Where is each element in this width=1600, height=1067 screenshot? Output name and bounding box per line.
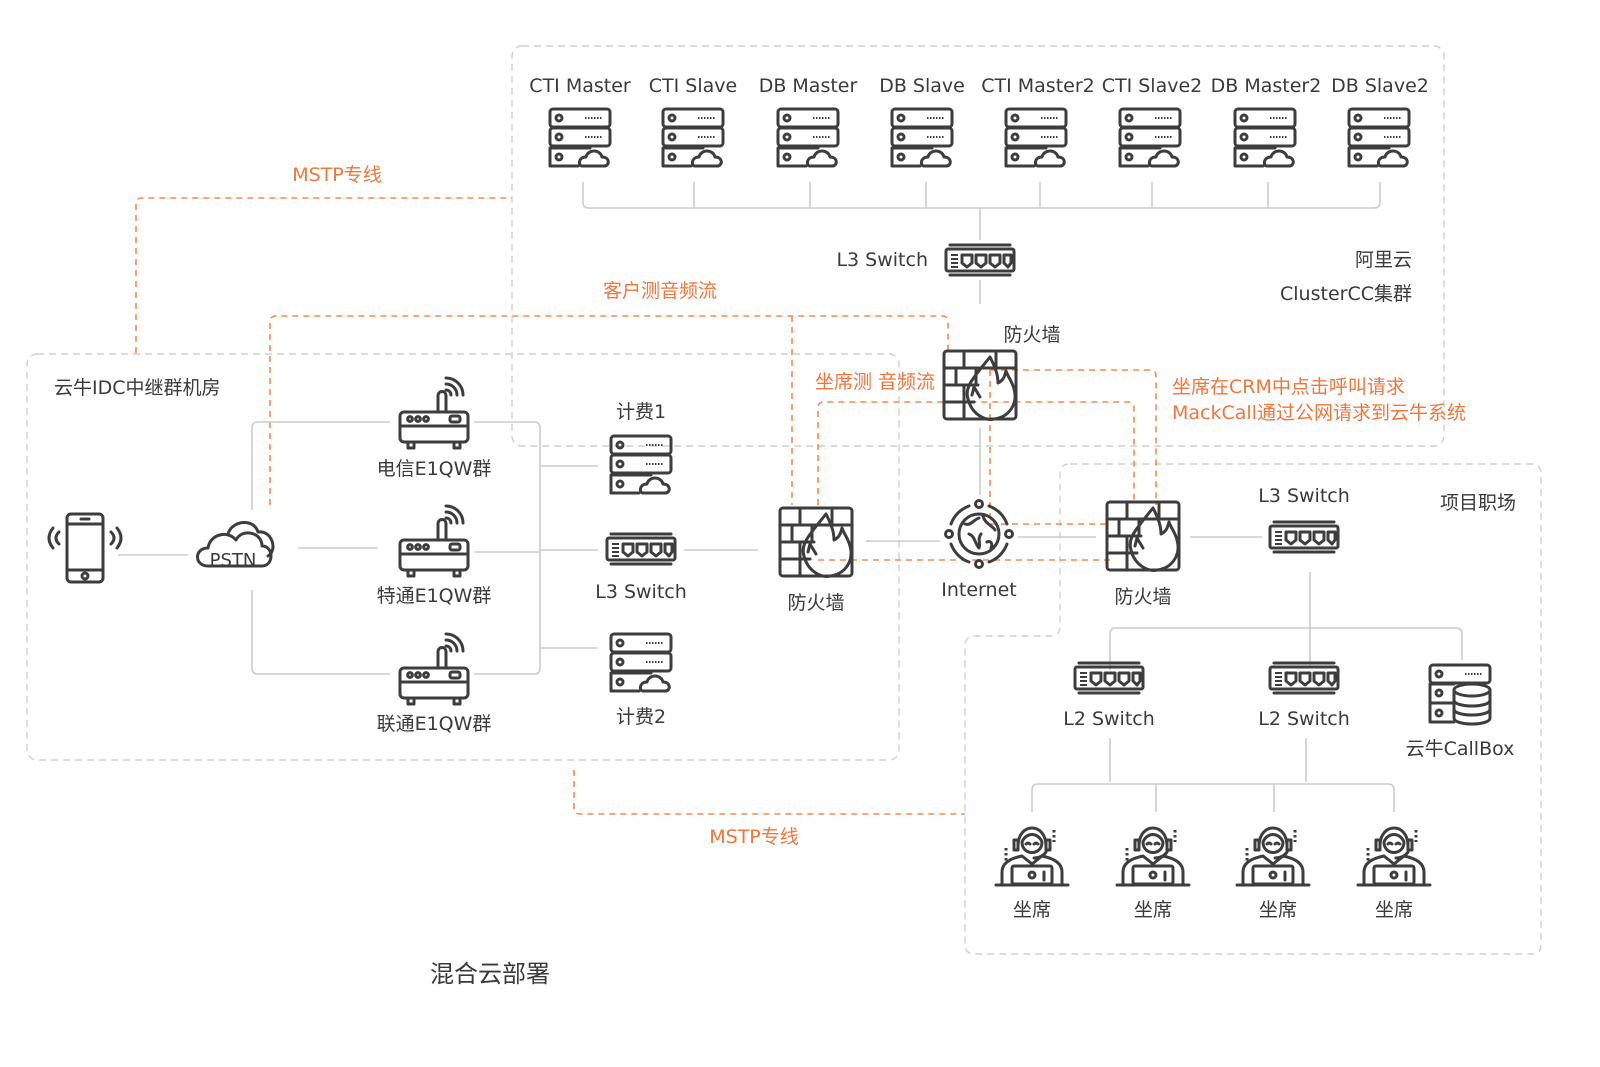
office-firewall-icon[interactable] xyxy=(1105,500,1181,572)
zone-aliyun xyxy=(511,45,1445,447)
agent-label: 坐席 xyxy=(1374,899,1414,921)
aliyun-zone-subtitle: ClusterCC集群 xyxy=(1280,283,1412,305)
idc-l3-switch-icon[interactable] xyxy=(605,532,677,566)
server-label: CTI Slave2 xyxy=(1101,75,1203,97)
aliyun-firewall-label: 防火墙 xyxy=(1003,324,1061,346)
server-icon[interactable] xyxy=(1004,107,1068,168)
billing2-server-icon[interactable] xyxy=(609,632,673,693)
zone-idc xyxy=(26,353,900,761)
office-l3-switch-label: L3 Switch xyxy=(1258,485,1350,507)
billing1-server-icon[interactable] xyxy=(609,434,673,495)
office-zone-title: 项目职场 xyxy=(1439,492,1516,514)
mobile-phone-icon xyxy=(47,512,123,584)
server-label: DB Slave xyxy=(879,75,965,97)
agent-bus xyxy=(1031,738,1395,812)
server-label: CTI Master2 xyxy=(981,75,1095,97)
pstn-label: PSTN xyxy=(209,550,257,571)
mstp-bottom-line xyxy=(573,770,965,815)
crm-request-drop xyxy=(989,370,1110,525)
server-icon[interactable] xyxy=(1347,107,1411,168)
agent-audio-line xyxy=(817,401,1135,505)
agent-label: 坐席 xyxy=(1012,899,1052,921)
gateway-telecom-icon[interactable] xyxy=(398,376,470,450)
gateways-to-idc-core xyxy=(474,421,598,675)
l2-switch-icon[interactable] xyxy=(1268,661,1340,695)
office-switch-tree xyxy=(1109,572,1463,670)
agent-label: 坐席 xyxy=(1258,899,1298,921)
crm-request-label-2: MackCall通过公网请求到云牛系统 xyxy=(1172,402,1466,424)
idc-switch-label: L3 Switch xyxy=(595,581,687,603)
server-label: DB Slave2 xyxy=(1331,75,1429,97)
customer-audio-line xyxy=(269,315,949,505)
aliyun-switch-label: L3 Switch xyxy=(836,249,928,271)
agent-icon xyxy=(1115,826,1191,887)
callbox-server-icon[interactable] xyxy=(1428,663,1492,726)
customer-audio-label: 客户测音频流 xyxy=(602,280,718,302)
server-label: DB Master2 xyxy=(1210,75,1322,97)
office-firewall-label: 防火墙 xyxy=(1114,586,1172,608)
office-l3-switch-icon[interactable] xyxy=(1268,520,1340,554)
gateway-label: 电信E1QW群 xyxy=(376,458,492,480)
mstp-bottom-label: MSTP专线 xyxy=(709,826,799,848)
mstp-top-label: MSTP专线 xyxy=(292,164,382,186)
idc-firewall-label: 防火墙 xyxy=(787,592,845,614)
aliyun-firewall-icon[interactable] xyxy=(942,349,1018,421)
server-icon[interactable] xyxy=(1118,107,1182,168)
gateway-unicom-icon[interactable] xyxy=(398,632,470,706)
crm-request-label-1: 坐席在CRM中点击呼叫请求 xyxy=(1172,376,1405,398)
aliyun-l3-switch-icon[interactable] xyxy=(944,243,1016,277)
gateway-special-icon[interactable] xyxy=(398,504,470,578)
agent-icon xyxy=(1356,826,1432,887)
server-label: CTI Master xyxy=(529,75,631,97)
billing2-label: 计费2 xyxy=(615,706,667,728)
mstp-top-line xyxy=(135,197,512,353)
diagram-title: 混合云部署 xyxy=(430,960,550,988)
l2-switch-label: L2 Switch xyxy=(1063,708,1155,730)
l2-switch-label: L2 Switch xyxy=(1258,708,1350,730)
server-icon[interactable] xyxy=(776,107,840,168)
server-icon[interactable] xyxy=(1233,107,1297,168)
pstn-to-gateways xyxy=(251,421,390,675)
crm-request-line xyxy=(990,369,1157,505)
idc-firewall-icon[interactable] xyxy=(778,506,854,578)
agent-audio-label: 坐席测 音频流 xyxy=(815,371,936,393)
aliyun-servers xyxy=(548,107,1411,168)
gateway-label: 联通E1QW群 xyxy=(376,713,492,735)
aliyun-server-bus xyxy=(582,182,1381,240)
server-icon[interactable] xyxy=(890,107,954,168)
idc-zone-title: 云牛IDC中继群机房 xyxy=(54,377,221,399)
server-icon[interactable] xyxy=(548,107,612,168)
agent-icon xyxy=(994,826,1070,887)
server-label: DB Master xyxy=(758,75,858,97)
gateway-label: 特通E1QW群 xyxy=(376,585,492,607)
billing1-label: 计费1 xyxy=(615,401,667,423)
l2-switch-icon[interactable] xyxy=(1073,661,1145,695)
internet-label: Internet xyxy=(941,579,1017,601)
server-icon[interactable] xyxy=(661,107,725,168)
internet-globe-icon[interactable] xyxy=(944,499,1014,569)
server-label: CTI Slave xyxy=(648,75,738,97)
agent-label: 坐席 xyxy=(1133,899,1173,921)
callbox-label: 云牛CallBox xyxy=(1405,738,1515,760)
aliyun-zone-title: 阿里云 xyxy=(1354,249,1412,271)
agent-icon xyxy=(1235,826,1311,887)
